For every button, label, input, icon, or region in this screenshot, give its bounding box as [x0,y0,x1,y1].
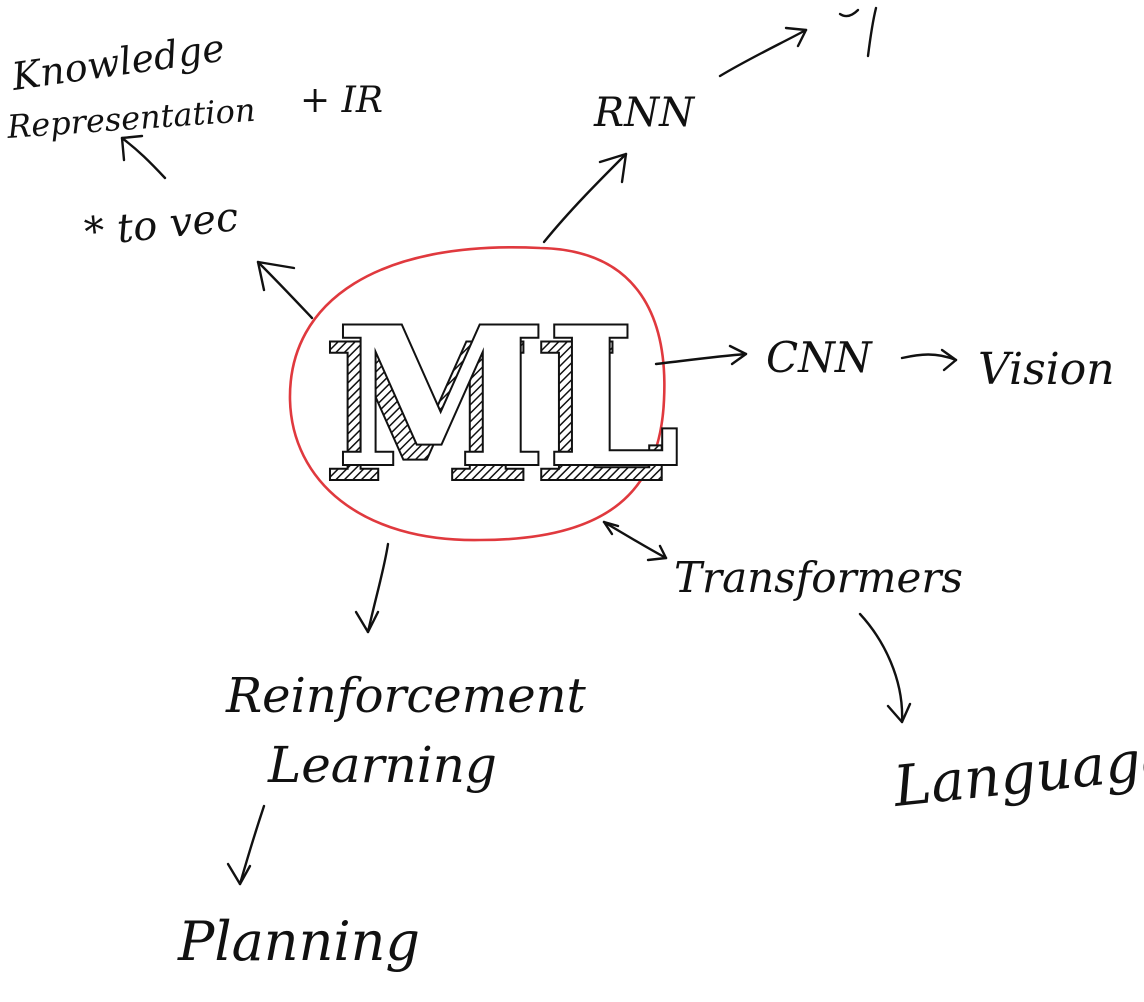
arrow-tovec-to-knowledge [120,134,167,180]
arrow-to-transformers [602,520,668,562]
label-vision: Vision [978,344,1115,395]
arrow-rl-to-planning [226,804,266,886]
arrow-cnn-to-vision [900,348,958,372]
label-cnn: CNN [766,333,873,382]
label-planning: Planning [177,910,420,973]
label-ir: + IR [300,80,383,121]
arrow-to-cnn [654,344,748,366]
label-language: Language [890,726,1144,820]
arrow-to-vec [256,260,314,320]
label-rnn: RNN [593,90,696,136]
label-reinforcement: Reinforcement [225,668,587,724]
ml-logo: ML [336,286,680,509]
label-to-vec: * to vec [82,194,240,256]
arrow-transformers-to-language [858,612,912,724]
arrow-to-rnn [542,152,628,244]
label-transformers: Transformers [674,553,963,602]
arrow-rnn-up [718,6,878,78]
ml-shadow: ML [322,302,666,525]
label-learning: Learning [267,736,497,794]
arrow-to-reinforcement [354,542,390,634]
center-circle [288,246,666,542]
label-knowledge: Knowledge [8,26,227,100]
